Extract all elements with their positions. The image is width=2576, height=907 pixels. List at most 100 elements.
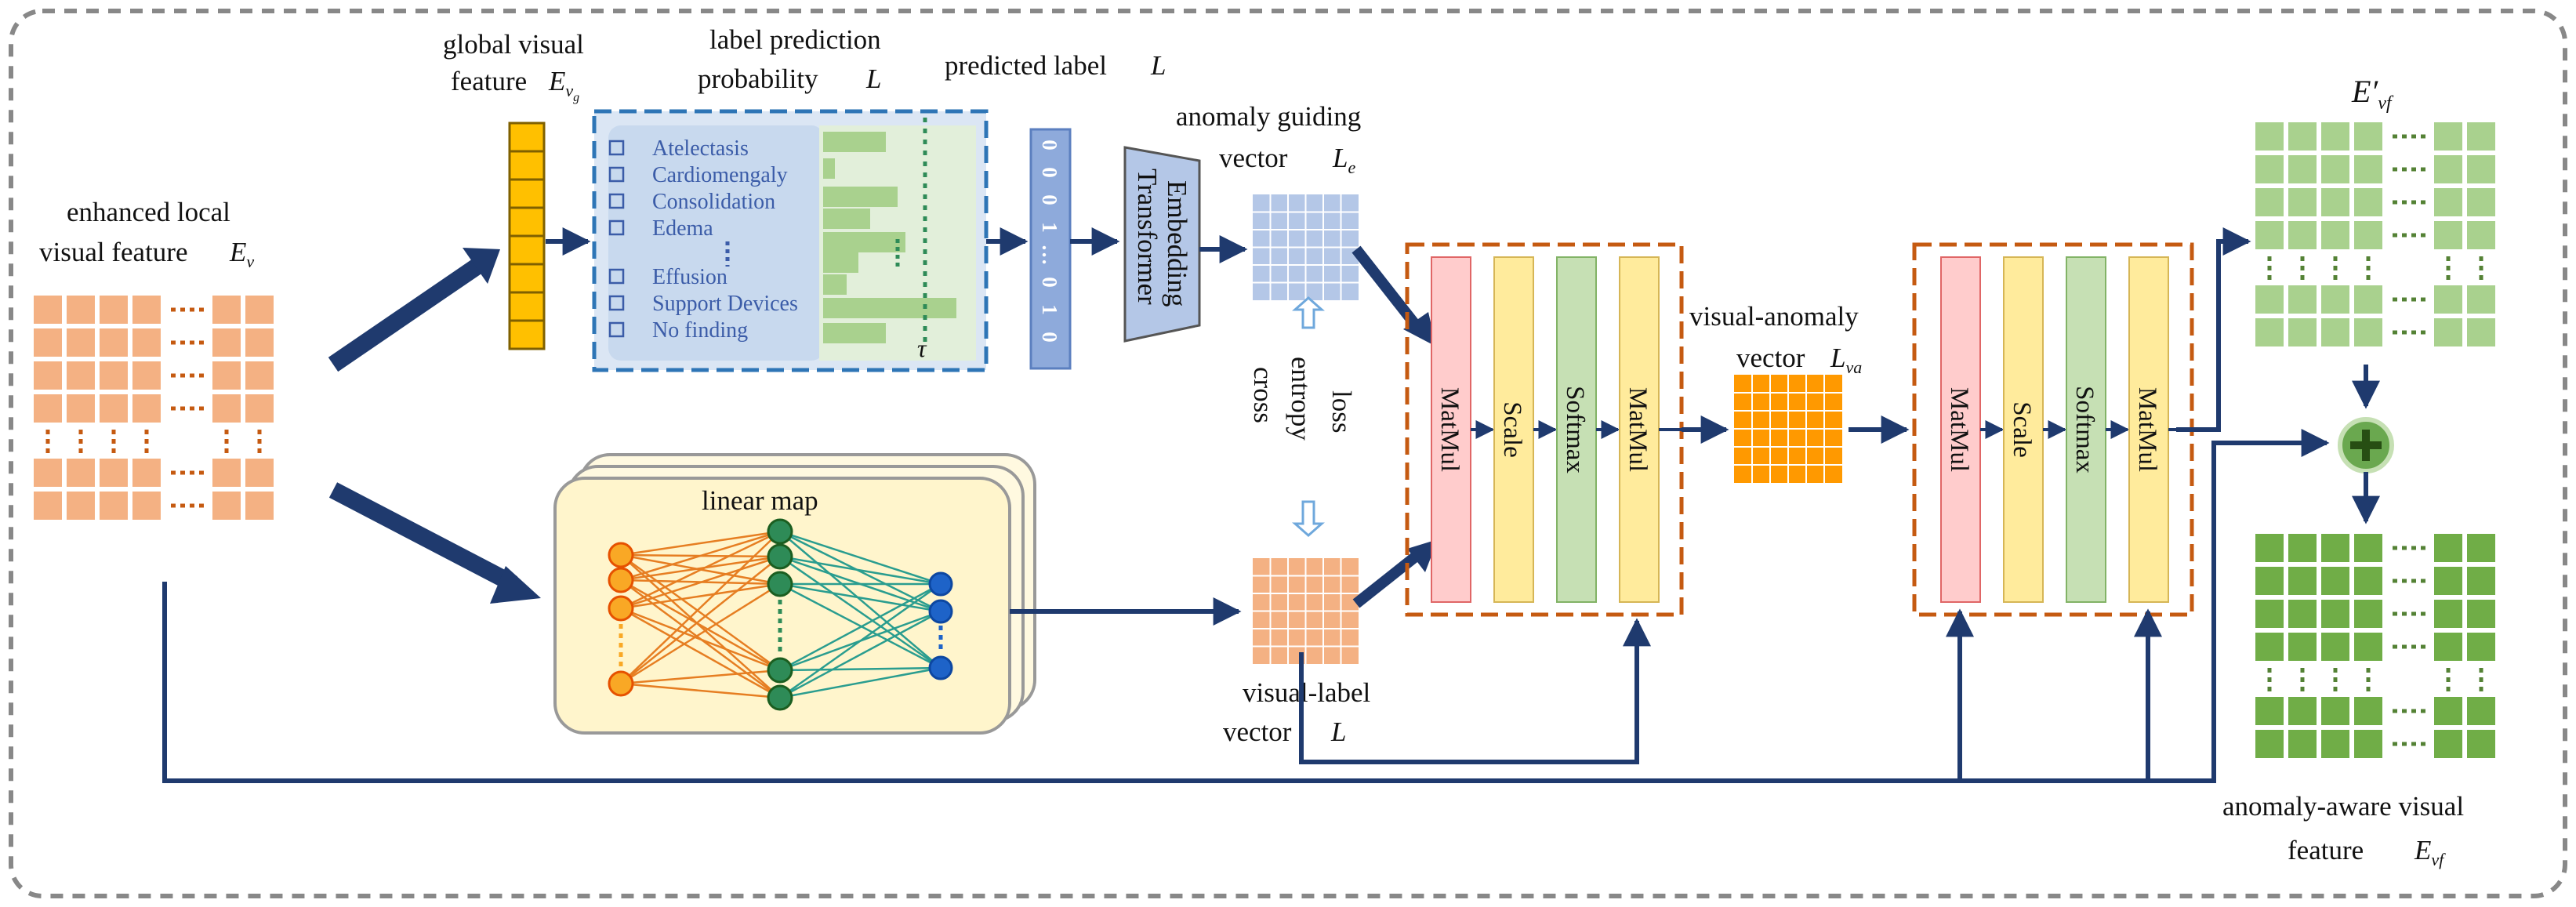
label-pred-line2: probability <box>698 63 818 94</box>
probability-bar <box>823 323 886 343</box>
evf-cell <box>2353 695 2384 727</box>
arrow-ev-to-linear <box>328 482 518 592</box>
ev-cell <box>211 457 242 488</box>
outer-frame <box>9 9 2567 898</box>
evf-cell <box>2465 598 2497 629</box>
label-pred-symbol: L <box>865 63 881 94</box>
evf-prime-cell <box>2353 154 2384 185</box>
evf-prime-cell <box>2353 317 2384 348</box>
evf-prime-cell <box>2320 187 2351 218</box>
disease-list: AtelectasisCardiomengalyConsolidationEde… <box>608 136 798 343</box>
evf-cell <box>2433 728 2464 760</box>
disease-label: Edema <box>652 216 713 241</box>
arrow-label-to-attn1-head <box>1407 539 1438 572</box>
disease-label: No finding <box>652 318 748 343</box>
attention-op-label: Scale <box>2008 401 2036 457</box>
attention-op-label: Scale <box>1498 401 1526 457</box>
anomaly-guiding-line2: vector <box>1219 143 1288 173</box>
evf-cell <box>2433 631 2464 662</box>
ev-cell <box>131 393 162 424</box>
anomaly-aware-line1: anomaly-aware visual <box>2222 791 2464 822</box>
ev-cell <box>98 360 129 391</box>
attention-op-label: Softmax <box>1561 386 1589 473</box>
nn-edge <box>779 531 942 669</box>
attention-op-label: MatMul <box>1435 387 1464 472</box>
global-visual-label-line2: feature <box>451 66 527 96</box>
embedding-transformer-block <box>1123 146 1201 343</box>
attention-op-label: MatMul <box>1624 387 1652 472</box>
evf-prime-cell <box>2353 121 2384 152</box>
nn-edge <box>779 666 942 672</box>
evf-cell <box>2287 695 2318 727</box>
ev-cell <box>65 360 96 391</box>
visual-anomaly-line2: vector <box>1736 343 1805 373</box>
embedding-label: Embedding <box>1162 180 1192 307</box>
global-feature-cell <box>508 291 546 322</box>
ev-cell <box>211 327 242 358</box>
transformer-label: Transformer <box>1132 169 1163 305</box>
evf-cell <box>2254 631 2285 662</box>
threshold-tau: τ <box>917 334 927 362</box>
cross-label: cross <box>1248 367 1279 423</box>
evf-prime-cell <box>2465 219 2497 251</box>
evf-prime-cell <box>2320 154 2351 185</box>
ev-cell <box>32 393 63 424</box>
nn-hidden-node <box>767 684 793 711</box>
ev-cell <box>98 393 129 424</box>
add-node <box>2338 417 2394 473</box>
probability-bar <box>823 232 905 252</box>
nn-edge <box>620 554 781 698</box>
skip-line-ev <box>162 429 2330 783</box>
checkbox <box>608 193 625 209</box>
global-feature-cell <box>508 206 546 238</box>
ev-cell <box>131 327 162 358</box>
enhanced-local-visual-feature: enhanced local visual feature Ev <box>32 197 275 521</box>
nn-edge <box>620 682 781 699</box>
nn-input-node <box>608 542 634 568</box>
anomaly-guiding-grid <box>1253 194 1359 300</box>
checkbox <box>608 166 625 183</box>
binary-digit: 1 <box>1038 304 1061 315</box>
predicted-label-symbol: L <box>1150 50 1166 81</box>
evf-prime-symbol: E′vf <box>2351 74 2394 114</box>
evf-cell <box>2320 565 2351 597</box>
evf-cell <box>2254 695 2285 727</box>
global-feature-cell <box>508 122 546 153</box>
attention-scale-block <box>1493 256 1534 603</box>
arrow-ev-to-global <box>328 259 482 372</box>
ev-cell <box>65 457 96 488</box>
evf-cell <box>2465 565 2497 597</box>
attention-matmul-block <box>1431 256 1471 603</box>
evf-cell <box>2254 532 2285 564</box>
ev-cell <box>98 490 129 521</box>
probability-bar <box>823 187 898 207</box>
evf-prime-cell <box>2465 284 2497 315</box>
global-feature-cell <box>508 150 546 181</box>
evf-cell <box>2433 695 2464 727</box>
checkbox <box>608 219 625 236</box>
line-label-to-attn1 <box>1299 618 1651 764</box>
ev-cell <box>244 393 275 424</box>
attention-scale-block <box>2003 256 2044 603</box>
evf-cell <box>2353 532 2384 564</box>
disease-label: Cardiomengaly <box>652 163 788 187</box>
nn-edge <box>779 666 942 699</box>
evf-prime-cell <box>2433 187 2464 218</box>
nn-edge <box>620 582 781 610</box>
evf-prime-cell <box>2320 284 2351 315</box>
evf-prime-cell <box>2465 154 2497 185</box>
evf-cell <box>2254 565 2285 597</box>
evf-prime-cell <box>2353 187 2384 218</box>
evf-cell <box>2320 631 2351 662</box>
evf-prime-grid <box>2254 121 2497 348</box>
evf-cell <box>2320 532 2351 564</box>
binary-digit: 1 <box>1038 222 1061 233</box>
global-feature-cell <box>508 178 546 209</box>
ev-cell <box>65 393 96 424</box>
nn-edge <box>620 607 781 672</box>
evf-prime-cell <box>2254 317 2285 348</box>
evf-cell <box>2353 728 2384 760</box>
binary-digit: 0 <box>1038 194 1061 205</box>
nn-edge <box>620 556 781 684</box>
evf-cell <box>2433 565 2464 597</box>
